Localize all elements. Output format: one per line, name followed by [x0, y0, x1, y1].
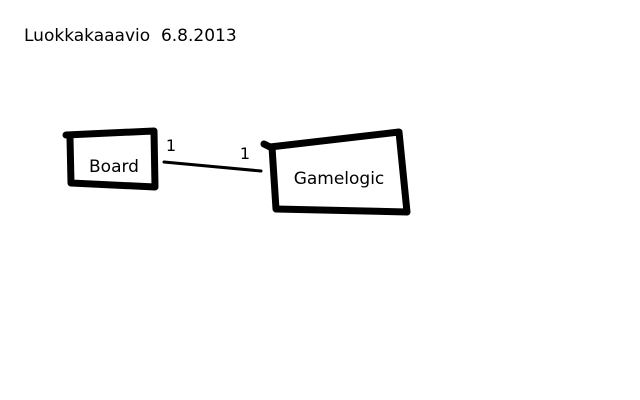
class-board-box: [62, 127, 159, 191]
class-gamelogic-box: [260, 128, 411, 216]
multiplicity-gamelogic: 1: [240, 144, 250, 163]
diagram-title: Luokkakaaavio 6.8.2013: [24, 26, 237, 46]
class-gamelogic: Gamelogic: [260, 128, 411, 216]
association-line: [162, 160, 263, 173]
multiplicity-board: 1: [166, 136, 176, 155]
class-board: Board: [62, 127, 159, 191]
class-board-label: Board: [89, 157, 139, 177]
class-gamelogic-label: Gamelogic: [294, 169, 385, 189]
